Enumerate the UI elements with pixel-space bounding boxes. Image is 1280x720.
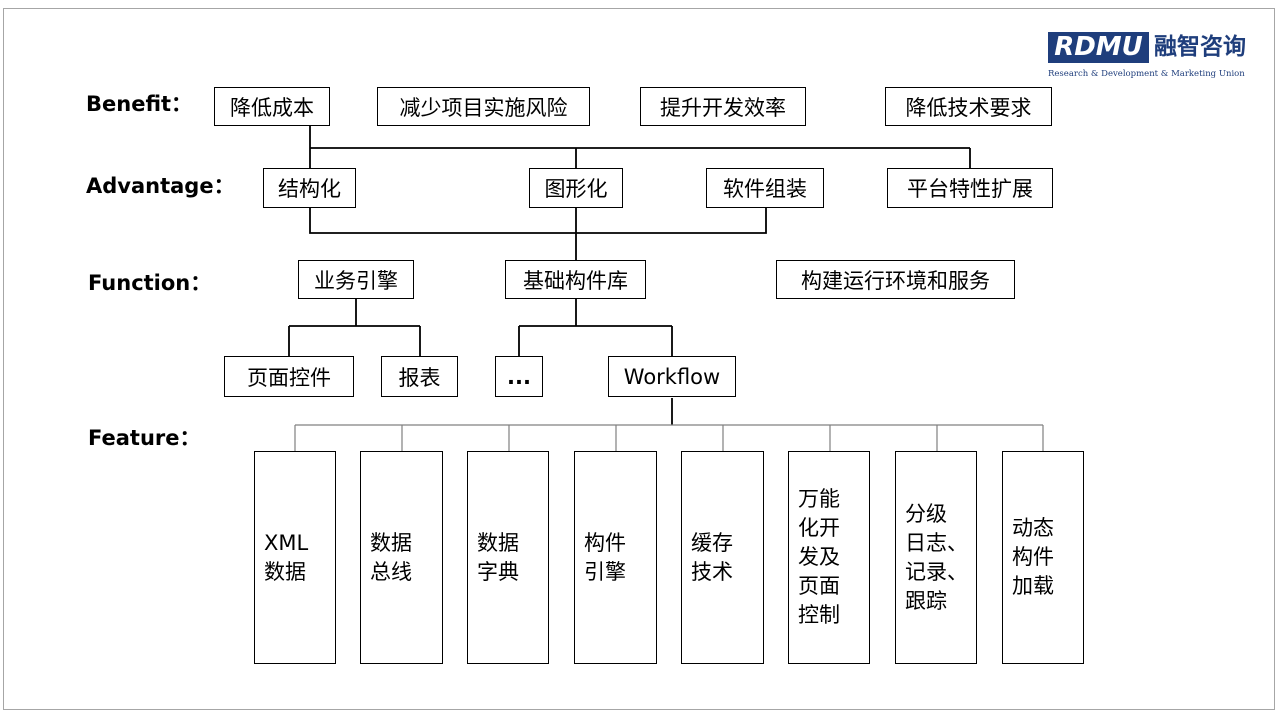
function-box-runtime-services: 构建运行环境和服务 bbox=[776, 260, 1015, 299]
feature-box-xml-data: XML 数据 bbox=[254, 451, 336, 664]
feature-label: 缓存 技术 bbox=[691, 530, 733, 584]
feature-label: 动态 构件 加载 bbox=[1012, 516, 1054, 598]
rdmu-logo: RDMU 融智咨询 Research & Development & Marke… bbox=[1048, 29, 1258, 85]
benefit-box-reduce-cost: 降低成本 bbox=[214, 87, 330, 126]
row-label-advantage: Advantage： bbox=[86, 174, 235, 198]
row-label-function: Function： bbox=[88, 271, 212, 295]
logo-mark: RDMU bbox=[1048, 32, 1149, 63]
benefit-box-reduce-risk: 减少项目实施风险 bbox=[377, 87, 590, 126]
advantage-box-assembly: 软件组装 bbox=[706, 168, 824, 208]
feature-label: 构件 引擎 bbox=[584, 530, 626, 584]
feature-box-data-bus: 数据 总线 bbox=[360, 451, 443, 664]
feature-label: 万能 化开 发及 页面 控制 bbox=[798, 487, 840, 627]
feature-box-cache: 缓存 技术 bbox=[681, 451, 764, 664]
benefit-box-efficiency: 提升开发效率 bbox=[640, 87, 806, 126]
row-label-benefit: Benefit： bbox=[86, 92, 193, 116]
benefit-box-lower-tech: 降低技术要求 bbox=[885, 87, 1052, 126]
logo-subtitle: Research & Development & Marketing Union bbox=[1048, 69, 1245, 79]
row-label-feature: Feature： bbox=[88, 426, 201, 450]
subfunction-box-ellipsis: ... bbox=[495, 356, 543, 397]
logo-chinese-name: 融智咨询 bbox=[1154, 33, 1246, 60]
feature-box-data-dictionary: 数据 字典 bbox=[467, 451, 549, 664]
feature-box-dynamic-loading: 动态 构件 加载 bbox=[1002, 451, 1084, 664]
subfunction-box-workflow: Workflow bbox=[608, 356, 736, 397]
feature-label: 数据 字典 bbox=[477, 530, 519, 584]
feature-box-logging: 分级 日志、 记录、 跟踪 bbox=[895, 451, 977, 664]
feature-box-component-engine: 构件 引擎 bbox=[574, 451, 657, 664]
advantage-box-graphical: 图形化 bbox=[529, 168, 623, 208]
function-box-component-library: 基础构件库 bbox=[505, 260, 646, 299]
advantage-box-structured: 结构化 bbox=[263, 168, 356, 208]
subfunction-box-page-controls: 页面控件 bbox=[224, 356, 354, 397]
function-box-business-engine: 业务引擎 bbox=[298, 260, 414, 299]
feature-box-universal-dev: 万能 化开 发及 页面 控制 bbox=[788, 451, 870, 664]
slide-frame bbox=[3, 8, 1275, 710]
feature-label: 分级 日志、 记录、 跟踪 bbox=[905, 501, 968, 613]
subfunction-box-report: 报表 bbox=[381, 356, 458, 397]
feature-label: 数据 总线 bbox=[370, 530, 412, 584]
feature-label: XML 数据 bbox=[264, 530, 309, 584]
advantage-box-platform-ext: 平台特性扩展 bbox=[887, 168, 1053, 208]
